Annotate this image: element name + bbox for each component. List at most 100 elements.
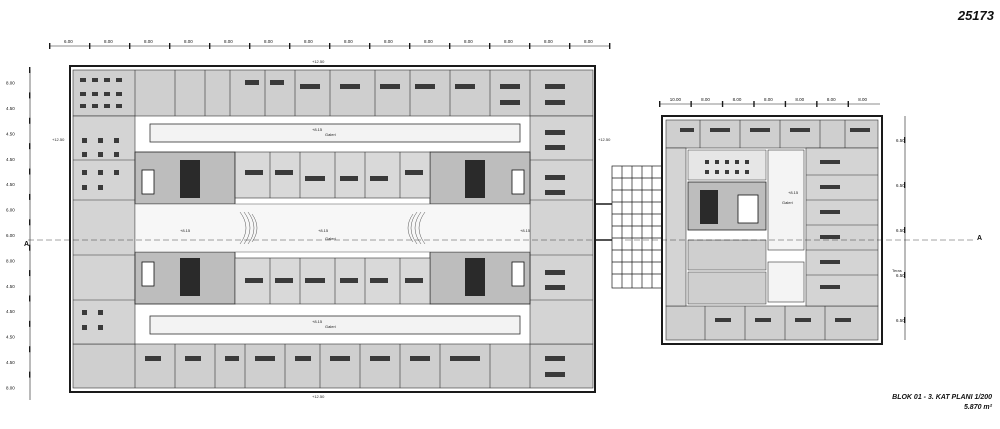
dim-tick-top — [249, 43, 251, 49]
dim-text-top-right: 10.00 — [670, 97, 682, 102]
dim-text-left: 4.50 — [6, 182, 15, 187]
section-mark-left: A — [24, 241, 29, 248]
dim-text-top: 8.00 — [424, 39, 433, 44]
dim-tick-top — [369, 43, 371, 49]
dim-text-top: 8.00 — [104, 39, 113, 44]
dim-text-top: 8.00 — [184, 39, 193, 44]
dim-text-left: 4.50 — [6, 335, 15, 340]
dim-tick-left — [29, 67, 31, 73]
dim-text-top: 8.00 — [504, 39, 513, 44]
plan-title: BLOK 01 - 3. KAT PLANI 1/200 — [892, 394, 992, 401]
dim-tick-top — [609, 43, 611, 49]
dim-tick-top-right — [659, 101, 661, 107]
dim-tick-left — [29, 219, 31, 226]
dim-tick-top-right — [690, 101, 692, 107]
dim-tick-left — [29, 143, 31, 150]
dim-tick-top-right — [816, 101, 818, 107]
dim-text-top-right: 8.00 — [764, 97, 773, 102]
dim-text-right: 6.50 — [896, 138, 905, 143]
left-block — [69, 65, 596, 393]
dim-text-left: 8.00 — [6, 385, 15, 390]
level-hall-center: +8.15 — [318, 228, 329, 233]
dim-text-top: 8.00 — [584, 39, 593, 44]
dim-tick-right — [904, 182, 906, 188]
gallery-top-label: Galeri — [325, 132, 336, 137]
dim-tick-left — [29, 193, 31, 200]
dim-text-right: 6.50 — [896, 273, 905, 278]
level-right-block: +8.15 — [788, 190, 799, 195]
dim-tick-top-right — [847, 101, 849, 107]
level-hall-left: +8.15 — [180, 228, 191, 233]
dim-text-left: 6.00 — [6, 233, 15, 238]
dim-tick-top — [89, 43, 91, 49]
level-gallery-bottom: +8.15 — [312, 319, 323, 324]
dim-tick-left — [29, 92, 31, 99]
dim-text-left: 4.50 — [6, 360, 15, 365]
level-right: +12.50 — [598, 137, 611, 142]
dim-text-top: 8.00 — [224, 39, 233, 44]
dim-text-left: 4.50 — [6, 106, 15, 111]
dim-tick-top — [329, 43, 331, 49]
dim-text-left: 8.00 — [6, 258, 15, 263]
dim-text-left: 4.50 — [6, 157, 15, 162]
gallery-bottom-label: Galeri — [325, 324, 336, 329]
dim-text-left: 8.00 — [6, 81, 15, 86]
level-gallery-top: +8.15 — [312, 127, 323, 132]
dim-tick-right — [904, 227, 906, 233]
dim-text-top: 8.00 — [344, 39, 353, 44]
dim-text-top: 8.00 — [144, 39, 153, 44]
plan-area: 5.870 m² — [963, 404, 992, 411]
dim-text-top-right: 8.00 — [701, 97, 710, 102]
dim-tick-top — [569, 43, 571, 49]
dim-tick-top — [289, 43, 291, 49]
dim-tick-top-right — [784, 101, 787, 107]
level-left: +12.50 — [52, 137, 65, 142]
hall-label: Galeri — [325, 236, 336, 241]
dim-tick-top — [169, 43, 171, 49]
dim-tick-top — [449, 43, 451, 49]
dim-text-left: 6.00 — [6, 208, 15, 213]
dim-text-top: 8.00 — [304, 39, 313, 44]
dim-tick-left — [29, 295, 31, 302]
dim-tick-top — [129, 43, 131, 49]
dim-text-top: 8.00 — [384, 39, 393, 44]
furniture — [80, 78, 565, 377]
dim-tick-top-right — [753, 101, 755, 107]
dim-text-right: 6.50 — [896, 318, 905, 323]
dim-tick-right — [904, 317, 906, 323]
dim-text-top-right: 8.00 — [795, 97, 804, 102]
dim-text-top-right: 8.00 — [733, 97, 742, 102]
dim-tick-left — [29, 244, 31, 251]
sheet-number: 25173 — [957, 8, 994, 23]
dim-text-top-right: 8.00 — [858, 97, 867, 102]
dim-text-right: 6.50 — [896, 228, 905, 233]
dim-tick-top — [409, 43, 411, 49]
dim-tick-top — [529, 43, 531, 49]
dim-tick-right — [904, 272, 906, 278]
dim-tick-left — [29, 371, 31, 378]
dim-text-top-right: 8.00 — [827, 97, 836, 102]
dim-text-top: 6.00 — [64, 39, 73, 44]
level-hall-right: +8.15 — [520, 228, 531, 233]
section-mark-right: A — [977, 235, 982, 242]
dim-text-left: 4.50 — [6, 284, 15, 289]
dim-tick-top — [49, 43, 51, 49]
dim-tick-top — [209, 43, 211, 49]
dim-text-left: 4.50 — [6, 309, 15, 314]
dim-tick-left — [29, 320, 31, 327]
dim-tick-left — [29, 168, 31, 175]
right-block — [661, 115, 883, 345]
dim-text-top: 8.00 — [544, 39, 553, 44]
dim-tick-top-right — [721, 101, 724, 107]
dim-text-left: 4.50 — [6, 131, 15, 136]
dim-text-top: 8.00 — [264, 39, 273, 44]
dim-tick-left — [29, 117, 31, 124]
dim-text-right: 6.50 — [896, 183, 905, 188]
terrace-label: Teras — [892, 268, 902, 273]
dim-tick-right — [904, 137, 906, 143]
dim-tick-top — [489, 43, 491, 49]
dim-tick-left — [29, 270, 31, 277]
level-bottom: +12.50 — [312, 394, 325, 399]
dim-text-top: 8.00 — [464, 39, 473, 44]
